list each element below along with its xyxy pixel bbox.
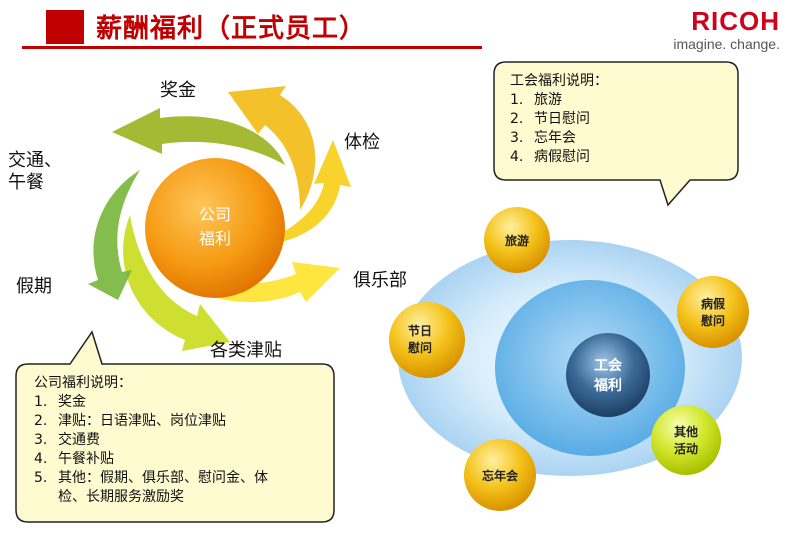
union-core-line2: 福利 [593, 377, 622, 394]
node-other-line1: 其他 [674, 424, 698, 439]
union-note-item: 3.忘年会 [510, 130, 576, 146]
label-bonus: 奖金 [160, 80, 196, 101]
union-core-line1: 工会 [594, 357, 623, 374]
node-yearend [464, 439, 536, 511]
node-travel-label: 旅游 [505, 233, 529, 248]
company-note-item: 4.午餐补贴 [34, 451, 114, 467]
label-allowance: 各类津贴 [210, 340, 282, 361]
arrow-club [255, 140, 351, 245]
union-note-item: 2.节日慰问 [510, 111, 590, 127]
company-center-line2: 福利 [199, 229, 231, 248]
logo-wordmark: RICOH [691, 6, 780, 36]
node-festival [389, 302, 465, 378]
company-note-item: 5.其他：假期、俱乐部、慰问金、体 [34, 470, 268, 486]
company-note-heading: 公司福利说明： [34, 375, 132, 391]
arrow-holiday [123, 215, 230, 351]
node-yearend-label: 忘年会 [482, 468, 519, 483]
label-club: 俱乐部 [353, 270, 407, 291]
company-note-item: 检、长期服务激励奖 [58, 489, 184, 505]
arrow-bonus [112, 108, 285, 165]
union-core-circle [566, 333, 650, 417]
company-note-bubble [15, 330, 335, 523]
node-other-line2: 活动 [674, 441, 698, 456]
label-transport-line1: 交通、 [8, 150, 62, 171]
node-sick-line1: 病假 [701, 296, 726, 311]
company-center-line1: 公司 [199, 205, 231, 224]
title-underline [22, 46, 482, 49]
ricoh-logo: RICOH imagine. change. [640, 6, 780, 52]
page-title: 薪酬福利（正式员工） [96, 14, 367, 44]
union-note-item: 1.旅游 [510, 92, 562, 108]
node-sick-line2: 慰问 [701, 313, 725, 328]
union-note: 工会福利说明： 1.旅游 2.节日慰问 3.忘年会 4.病假慰问 [510, 72, 608, 167]
arrow-checkup [228, 86, 316, 210]
label-transport-line2: 午餐 [8, 172, 44, 193]
arrow-transport [88, 170, 140, 300]
logo-tagline: imagine. change. [673, 36, 780, 52]
node-festival-line2: 慰问 [408, 340, 432, 355]
union-note-bubble [493, 61, 739, 207]
company-note-item: 1.奖金 [34, 394, 86, 410]
company-welfare-circle [145, 158, 285, 298]
union-note-item: 4.病假慰问 [510, 149, 590, 165]
company-note-item: 2.津贴：日语津贴、岗位津贴 [34, 413, 226, 429]
node-travel [484, 207, 550, 273]
title-marker [46, 10, 84, 44]
node-sick [677, 276, 749, 348]
company-note-item: 3.交通费 [34, 432, 100, 448]
union-note-heading: 工会福利说明： [510, 73, 608, 89]
node-other [651, 405, 721, 475]
company-note: 公司福利说明： 1.奖金 2.津贴：日语津贴、岗位津贴 3.交通费 4.午餐补贴… [34, 374, 268, 507]
label-checkup: 体检 [344, 132, 380, 153]
node-festival-line1: 节日 [408, 323, 432, 338]
union-diagram: 工会 福利 旅游 节日 慰问 病假 慰问 忘年会 其他 活动 [389, 207, 749, 511]
label-holiday: 假期 [16, 276, 52, 297]
